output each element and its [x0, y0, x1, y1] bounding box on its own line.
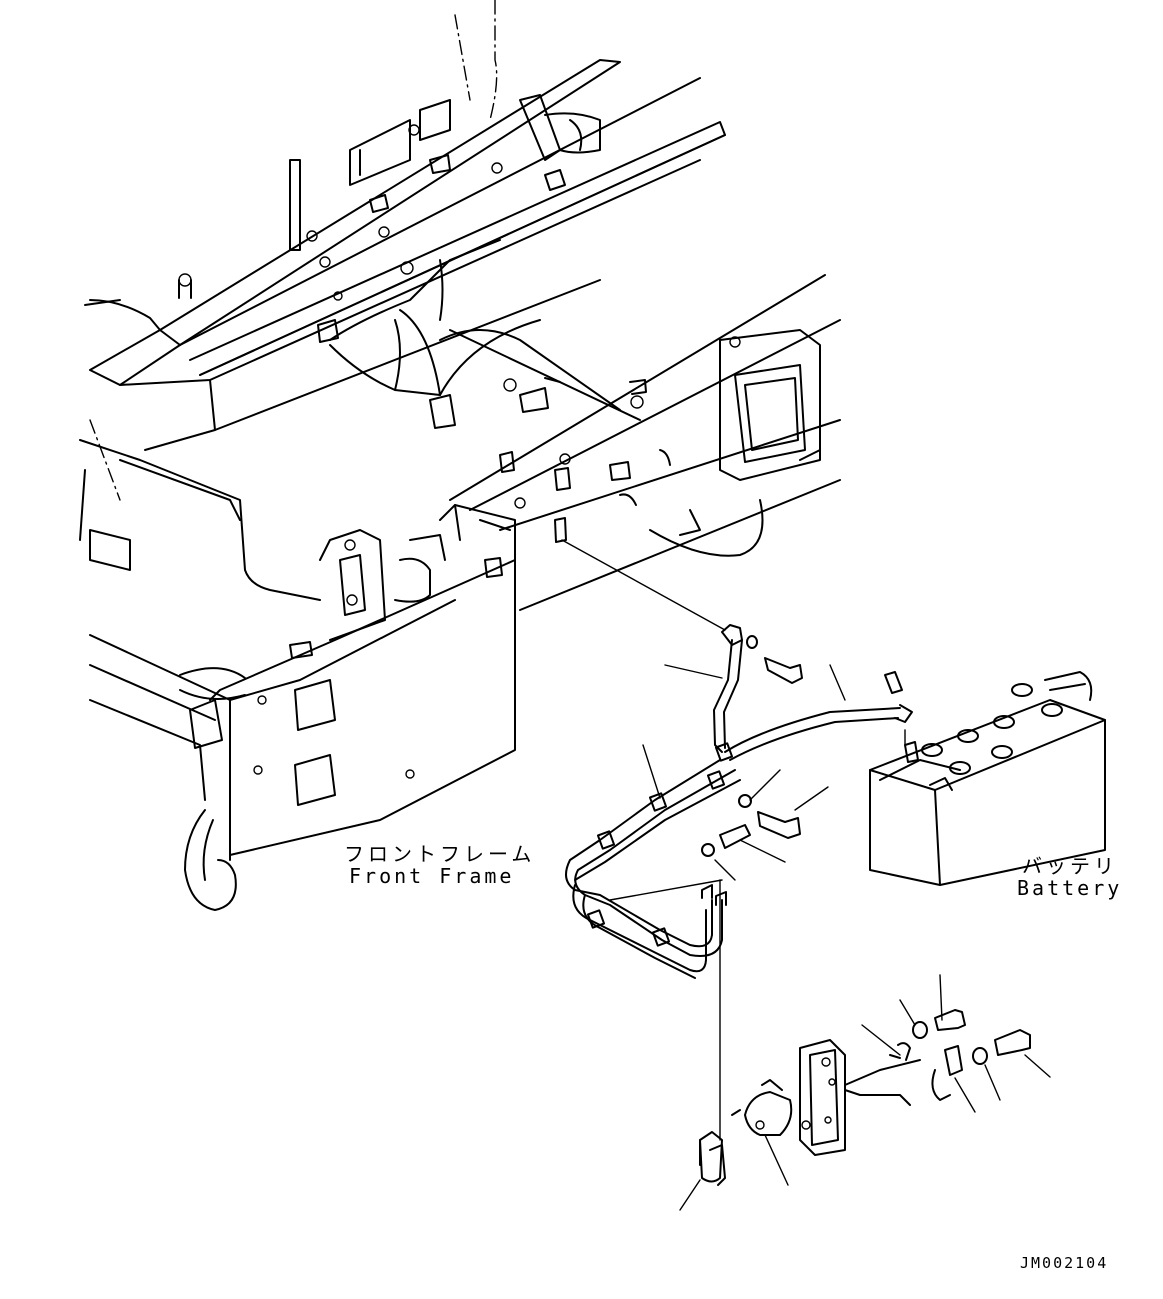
drawing-code: JM002104 [1020, 1254, 1109, 1272]
cab-outline [89, 0, 498, 501]
center-tube [329, 239, 641, 429]
battery-label-en: Battery [1017, 876, 1123, 900]
leader-lines [561, 539, 1051, 1211]
cable-clamps [586, 742, 734, 947]
front-frame [79, 439, 516, 911]
front-frame-label-en: Front Frame [349, 864, 515, 888]
terminal-cap [699, 1131, 726, 1186]
battery-cables [565, 624, 913, 979]
front-frame-label-jp: フロントフレーム [344, 842, 536, 866]
frame-brackets [178, 94, 601, 343]
battery [869, 671, 1106, 886]
battery-label-jp: バッテリ [1022, 854, 1118, 878]
battery-relay-assembly [731, 1039, 963, 1156]
bolts-washers [701, 635, 1031, 1065]
frame-rails [84, 59, 726, 451]
rear-frame-right [449, 274, 841, 611]
